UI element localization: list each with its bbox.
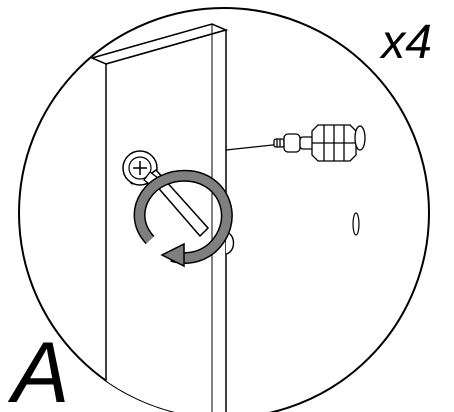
quantity-label: x4 (379, 16, 432, 69)
panel-hole (353, 213, 359, 235)
step-letter: A (7, 325, 69, 412)
side-panel (92, 24, 226, 412)
svg-text:+: + (130, 181, 134, 188)
